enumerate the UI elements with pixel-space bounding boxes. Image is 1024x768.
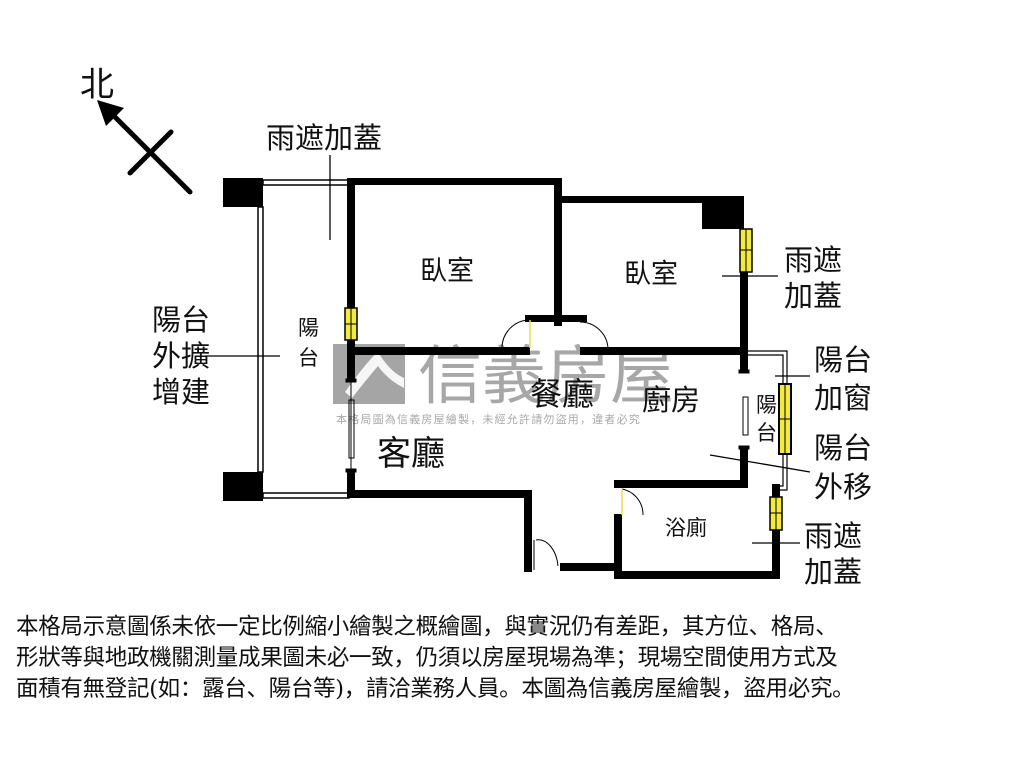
- room-kitchen: 廚房: [642, 383, 700, 417]
- right-balcony-outline: [748, 350, 788, 491]
- column-bottom-left: [223, 472, 263, 501]
- left-balcony-outline: [223, 178, 350, 501]
- annotation-left-ext-1: 陽台: [152, 303, 210, 337]
- annotation-window-2: 加窗: [814, 381, 872, 415]
- window-bedroom-2: [739, 228, 753, 273]
- annotation-canopy-lower-2: 加蓋: [804, 555, 862, 589]
- room-living: 客廳: [377, 434, 445, 474]
- room-bedroom-2: 臥室: [624, 259, 678, 290]
- arrow-head-icon: [97, 100, 124, 126]
- room-balcony-left-2: 台: [298, 346, 319, 370]
- disclaimer-line-2: 形狀等與地政機關測量成果圖未必一致，仍須以房屋現場為準；現場空間使用方式及: [16, 645, 838, 671]
- leader-lines: [205, 155, 811, 544]
- column-top-right: [702, 196, 744, 229]
- disclaimer-line-1: 本格局示意圖係未依一定比例縮小繪製之概繪圖，與實況仍有差距，其方位、格局、: [16, 614, 838, 640]
- annotation-canopy-upper-2: 加蓋: [784, 279, 842, 313]
- window-bathroom: [769, 496, 783, 531]
- room-balcony-right-2: 台: [756, 421, 777, 445]
- swing-doors: [501, 319, 644, 570]
- annotation-top-canopy: 雨遮加蓋: [266, 121, 382, 155]
- room-bathroom: 浴廁: [665, 516, 707, 540]
- window-balcony-right: [778, 383, 792, 455]
- disclaimer-line-3: 面積有無登記(如：露台、陽台等)，請洽業務人員。本圖為信義房屋繪製，盜用必究。: [16, 676, 855, 702]
- annotation-left-ext-3: 增建: [152, 375, 210, 409]
- room-balcony-left-1: 陽: [298, 316, 319, 340]
- watermark-notice: 本格局圖為信義房屋繪製，未經允許請勿盜用，違者必究: [336, 412, 641, 426]
- windows: [344, 228, 792, 531]
- annotation-canopy-upper-1: 雨遮: [784, 243, 842, 277]
- annotation-moved-1: 陽台: [814, 431, 872, 465]
- column-top-left: [223, 178, 263, 207]
- window-left-balcony: [344, 307, 358, 341]
- room-balcony-right-1: 陽: [756, 393, 777, 417]
- annotation-labels: 雨遮加蓋 陽台 外擴 增建 雨遮 加蓋 陽台 加窗 陽台 外移 雨遮 加蓋: [152, 121, 872, 589]
- annotation-canopy-lower-1: 雨遮: [804, 519, 862, 553]
- room-labels: 臥室 臥室 餐廳 廚房 客廳 浴廁 陽 台 陽 台: [298, 256, 777, 540]
- room-dining: 餐廳: [530, 375, 594, 413]
- disclaimer: 本格局示意圖係未依一定比例縮小繪製之概繪圖，與實況仍有差距，其方位、格局、 形狀…: [16, 612, 1016, 705]
- annotation-left-ext-2: 外擴: [152, 339, 210, 373]
- floor-plan: 信義房屋 本格局圖為信義房屋繪製，未經允許請勿盜用，違者必究 北: [80, 65, 872, 589]
- sliding-doors: [345, 369, 750, 473]
- annotation-moved-2: 外移: [814, 470, 872, 504]
- compass-north-label: 北: [80, 65, 114, 105]
- annotation-window-1: 陽台: [814, 343, 872, 377]
- compass: 北: [80, 65, 193, 195]
- walls: [347, 178, 780, 579]
- room-bedroom-1: 臥室: [420, 256, 474, 287]
